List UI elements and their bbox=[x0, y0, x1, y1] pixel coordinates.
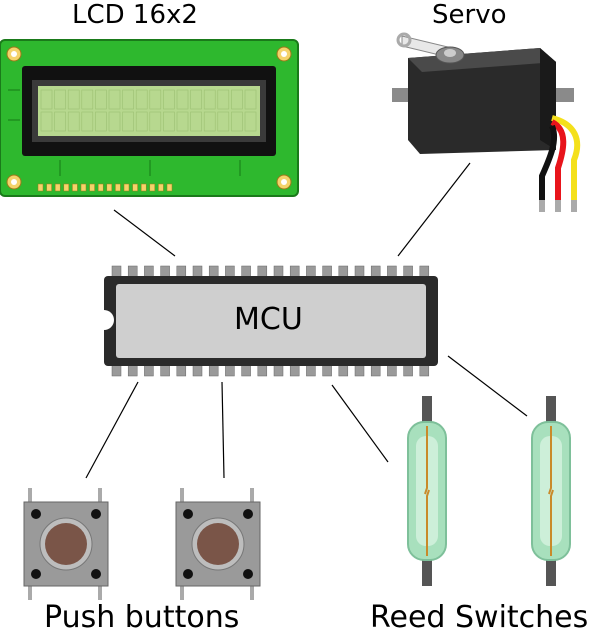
push-buttons-group bbox=[23, 488, 261, 600]
connection-lines bbox=[85, 162, 528, 479]
mcu-label: MCU bbox=[234, 302, 303, 337]
push-button-icon bbox=[23, 488, 109, 600]
reed-switch-icon bbox=[531, 396, 571, 586]
line-mcu-reed-2 bbox=[447, 355, 528, 417]
lcd-module-icon bbox=[0, 39, 299, 197]
push-button-icon bbox=[175, 488, 261, 600]
reed-switches-group bbox=[407, 396, 571, 586]
line-mcu-servo bbox=[397, 162, 471, 257]
lcd-label: LCD 16x2 bbox=[72, 0, 198, 30]
microcontroller-chip-icon bbox=[104, 265, 438, 377]
reed-switches-label: Reed Switches bbox=[370, 600, 589, 635]
servo-label: Servo bbox=[432, 0, 507, 30]
reed-switch-icon bbox=[407, 396, 447, 586]
servo-motor-icon bbox=[392, 32, 581, 212]
line-mcu-button-2 bbox=[221, 381, 225, 479]
line-mcu-reed-1 bbox=[331, 384, 389, 463]
line-mcu-button-1 bbox=[85, 381, 139, 479]
line-mcu-lcd bbox=[113, 209, 176, 257]
push-buttons-label: Push buttons bbox=[44, 600, 240, 635]
